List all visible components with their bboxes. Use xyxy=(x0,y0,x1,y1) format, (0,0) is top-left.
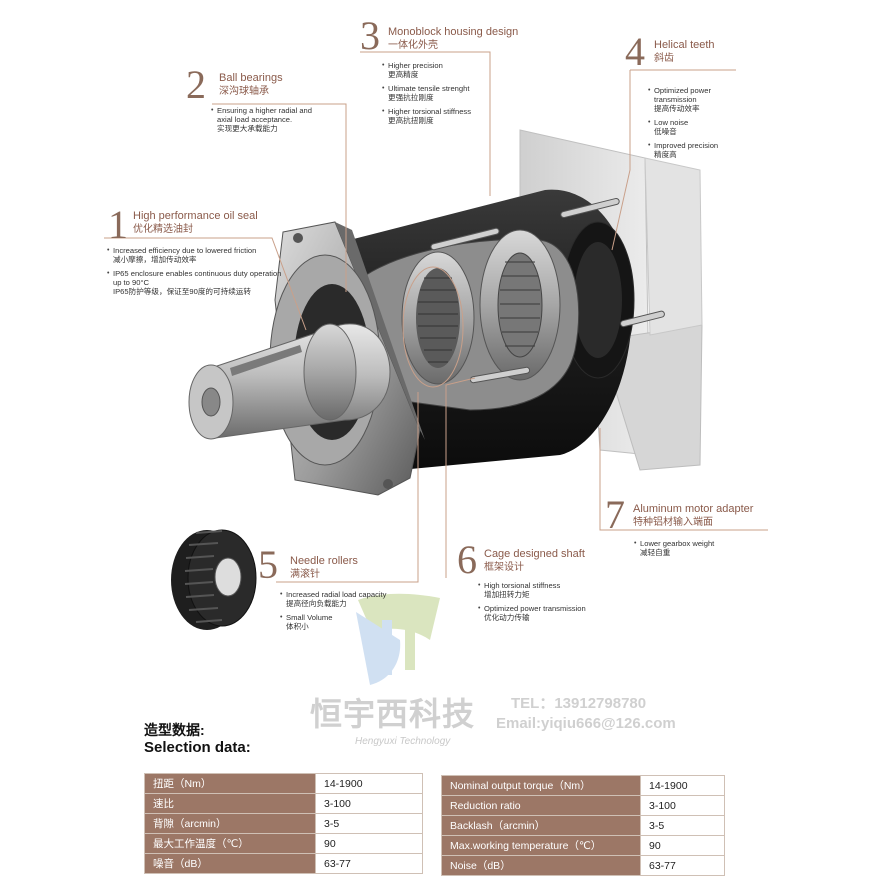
callout-title-cn: 特种铝材输入端面 xyxy=(633,517,713,528)
table-cell-label: Reduction ratio xyxy=(441,795,641,816)
callout-leader-lines xyxy=(104,51,768,583)
feature-item: IP65 enclosure enables continuous duty o… xyxy=(107,269,287,296)
callout-number: 3 xyxy=(360,13,380,58)
selection-title-cn: 造型数据: xyxy=(144,722,205,738)
table-cell-value: 14-1900 xyxy=(315,773,423,794)
callout-title: Needle rollers 满滚针 xyxy=(290,555,358,581)
callout-title: Helical teeth 斜齿 xyxy=(654,39,715,65)
table-cell-label: 背隙（arcmin） xyxy=(144,813,316,834)
callout-title-cn: 框架设计 xyxy=(484,562,524,573)
table-cell-label: Noise（dB） xyxy=(441,855,641,876)
callout-number: 2 xyxy=(186,62,206,107)
callout-title-cn: 深沟球轴承 xyxy=(219,86,269,97)
callout-number: 7 xyxy=(605,492,625,537)
table-cell-value: 63-77 xyxy=(640,855,725,876)
callout-title-en: Cage designed shaft xyxy=(484,548,585,560)
table-cell-value: 3-100 xyxy=(640,795,725,816)
table-row: Nominal output torque（Nm）14-1900 xyxy=(441,775,725,796)
callout-title-cn: 满滚针 xyxy=(290,569,320,580)
callout-title-en: Ball bearings xyxy=(219,72,283,84)
table-cell-value: 3-5 xyxy=(640,815,725,836)
table-row: 扭距（Nm）14-1900 xyxy=(144,773,423,794)
table-cell-value: 90 xyxy=(640,835,725,856)
table-row: 背隙（arcmin）3-5 xyxy=(144,813,423,834)
output-shaft-shape xyxy=(188,323,391,440)
table-cell-value: 14-1900 xyxy=(640,775,725,796)
callout-title: High performance oil seal 优化精选油封 xyxy=(133,210,258,236)
feature-item: Ensuring a higher radial and axial load … xyxy=(211,106,321,133)
table-cell-label: Max.working temperature（℃） xyxy=(441,835,641,856)
watermark-tel: TEL：13912798780 xyxy=(511,695,647,712)
callout-title-en: High performance oil seal xyxy=(133,210,258,222)
table-cell-value: 3-100 xyxy=(315,793,423,814)
callout-title: Cage designed shaft 框架设计 xyxy=(484,548,585,574)
selection-table-en: Nominal output torque（Nm）14-1900 Reducti… xyxy=(441,775,725,876)
callout-number: 4 xyxy=(625,29,645,74)
callout-title: Monoblock housing design 一体化外壳 xyxy=(388,26,518,52)
callout-title-en: Monoblock housing design xyxy=(388,26,519,38)
callout-title-cn: 优化精选油封 xyxy=(133,224,193,235)
callout-title-cn: 斜齿 xyxy=(654,53,674,64)
selection-title-en: Selection data: xyxy=(144,739,251,756)
callout-title: Ball bearings 深沟球轴承 xyxy=(219,72,283,98)
table-cell-label: Nominal output torque（Nm） xyxy=(441,775,641,796)
table-cell-value: 3-5 xyxy=(315,813,423,834)
callout-number: 5 xyxy=(258,542,278,587)
watermark-company-cn: 恒宇西科技 xyxy=(310,696,476,732)
table-row: Noise（dB）63-77 xyxy=(441,855,725,876)
watermark-email: Email:yiqiu666@126.com xyxy=(496,715,676,732)
callout-title-en: Helical teeth xyxy=(654,39,715,51)
table-cell-value: 90 xyxy=(315,833,423,854)
table-cell-label: 最大工作温度（℃） xyxy=(144,833,316,854)
callout-number: 6 xyxy=(457,537,477,582)
needle-roller-gear-shape xyxy=(171,529,257,630)
watermark-company-en: Hengyuxi Technology xyxy=(355,736,451,747)
table-row: Backlash（arcmin）3-5 xyxy=(441,815,725,836)
callout-title: Aluminum motor adapter 特种铝材输入端面 xyxy=(633,503,753,529)
callout-feature-list: Ensuring a higher radial and axial load … xyxy=(211,106,321,138)
callout-feature-list: Increased efficiency due to lowered fric… xyxy=(107,246,287,301)
table-cell-label: 扭距（Nm） xyxy=(144,773,316,794)
table-row: 最大工作温度（℃）90 xyxy=(144,833,423,854)
callout-title-cn: 一体化外壳 xyxy=(388,40,438,51)
table-cell-label: Backlash（arcmin） xyxy=(441,815,641,836)
feature-item: Increased efficiency due to lowered fric… xyxy=(107,246,287,264)
table-cell-label: 速比 xyxy=(144,793,316,814)
table-cell-label: 噪音（dB） xyxy=(144,853,316,874)
callout-number: 1 xyxy=(108,202,128,247)
callout-title-en: Needle rollers xyxy=(290,555,358,567)
table-cell-value: 63-77 xyxy=(315,853,423,874)
table-row: Max.working temperature（℃）90 xyxy=(441,835,725,856)
table-row: 噪音（dB）63-77 xyxy=(144,853,423,874)
callout-title-en: Aluminum motor adapter xyxy=(633,503,754,515)
